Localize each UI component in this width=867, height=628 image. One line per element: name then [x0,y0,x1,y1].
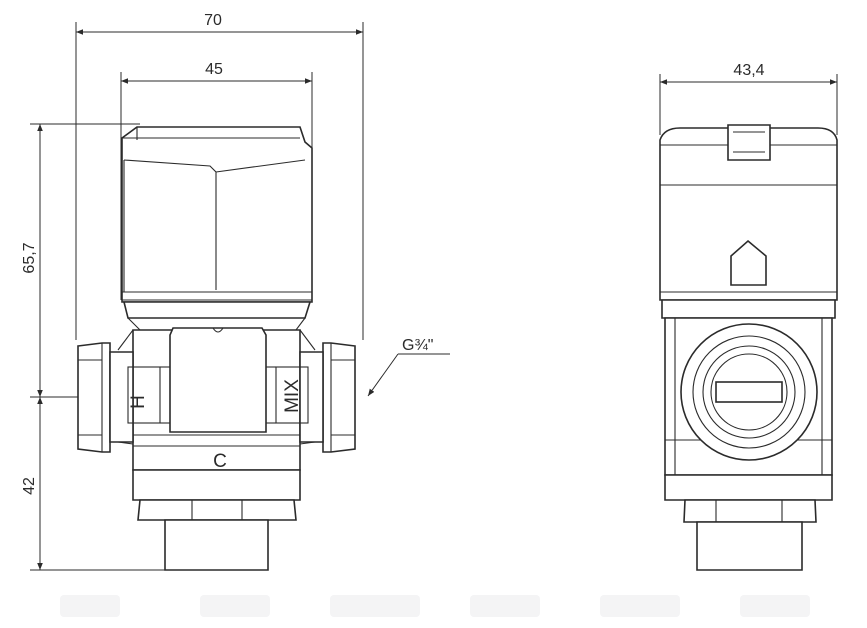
dimension-upper-height: 65,7 [21,123,140,398]
upper-height-label: 65,7 [21,242,38,273]
dimension-side-width: 43,4 [659,62,838,135]
cold-port-label: C [213,451,227,472]
valve-side-view [659,124,838,571]
lower-height-label: 42 [21,477,38,495]
bottom-connection-side [664,474,833,571]
thread-label: G¾" [402,337,433,354]
valve-front-view: H MIX C [77,126,356,571]
cold-port [132,469,301,571]
hot-port [77,329,170,453]
valve-body-side [664,317,833,476]
handle-side [659,124,838,301]
dimension-overall-width: 70 [75,12,364,340]
watermark [60,595,810,617]
body-width-label: 45 [205,61,223,78]
dimension-thread: G¾" [367,337,450,397]
collar-side [661,299,836,319]
hot-port-label: H [128,395,149,409]
mix-port-label: MIX [282,379,303,413]
dimension-lower-height: 42 [21,397,168,571]
overall-width-label: 70 [204,12,222,29]
handle-front [121,126,313,303]
side-width-label: 43,4 [733,62,764,79]
collar-front [122,301,312,331]
valve-body-front [132,327,301,471]
mix-port [266,329,356,453]
